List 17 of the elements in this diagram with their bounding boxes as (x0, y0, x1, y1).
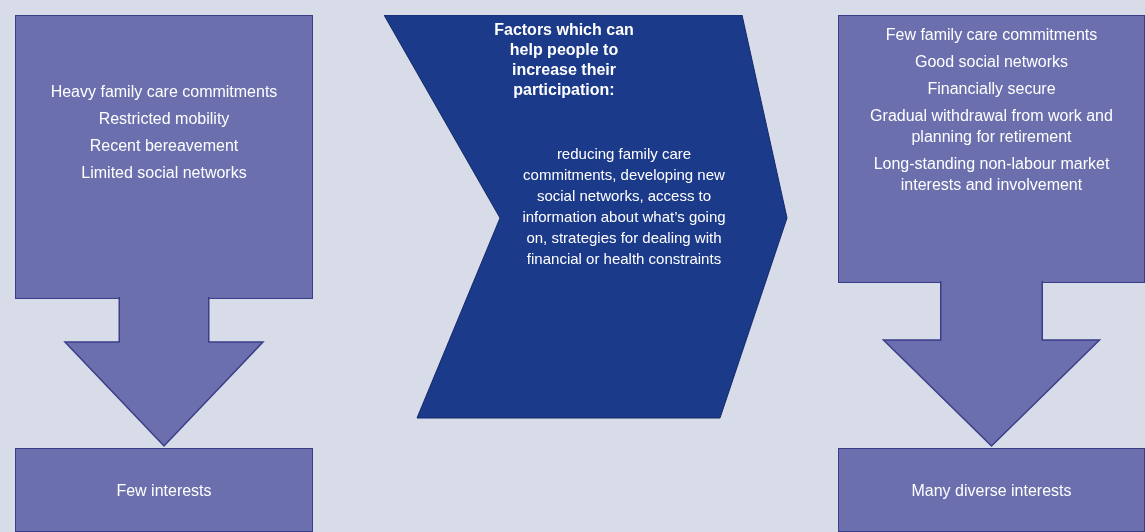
box-text: Few interests (116, 480, 212, 501)
box-text: Good social networks (915, 52, 1068, 72)
body-text: reducing family care commitments, developing new social networks, access to information about what’s going on, strategies for dealing with financial or health constraints (521, 144, 727, 269)
box-text: Financially secure (927, 79, 1056, 99)
heading-text: Factors which can help people to increase their participation: (493, 20, 635, 100)
text-box (15, 448, 313, 532)
box-text: Restricted mobility (98, 109, 230, 129)
box-text: Limited social networks (81, 163, 247, 183)
box-text: Few family care commitments (885, 25, 1098, 45)
box-text: Recent bereavement (89, 136, 239, 156)
box-text: Heavy family care commitments (50, 82, 278, 102)
text-box (15, 15, 313, 299)
text-box (838, 15, 1145, 283)
box-text: Long-standing non-labour market interests and involvement (872, 154, 1111, 195)
text-box (838, 448, 1145, 532)
box-text: Gradual withdrawal from work and planning for retirement (869, 106, 1114, 147)
box-text: Many diverse interests (911, 480, 1072, 501)
